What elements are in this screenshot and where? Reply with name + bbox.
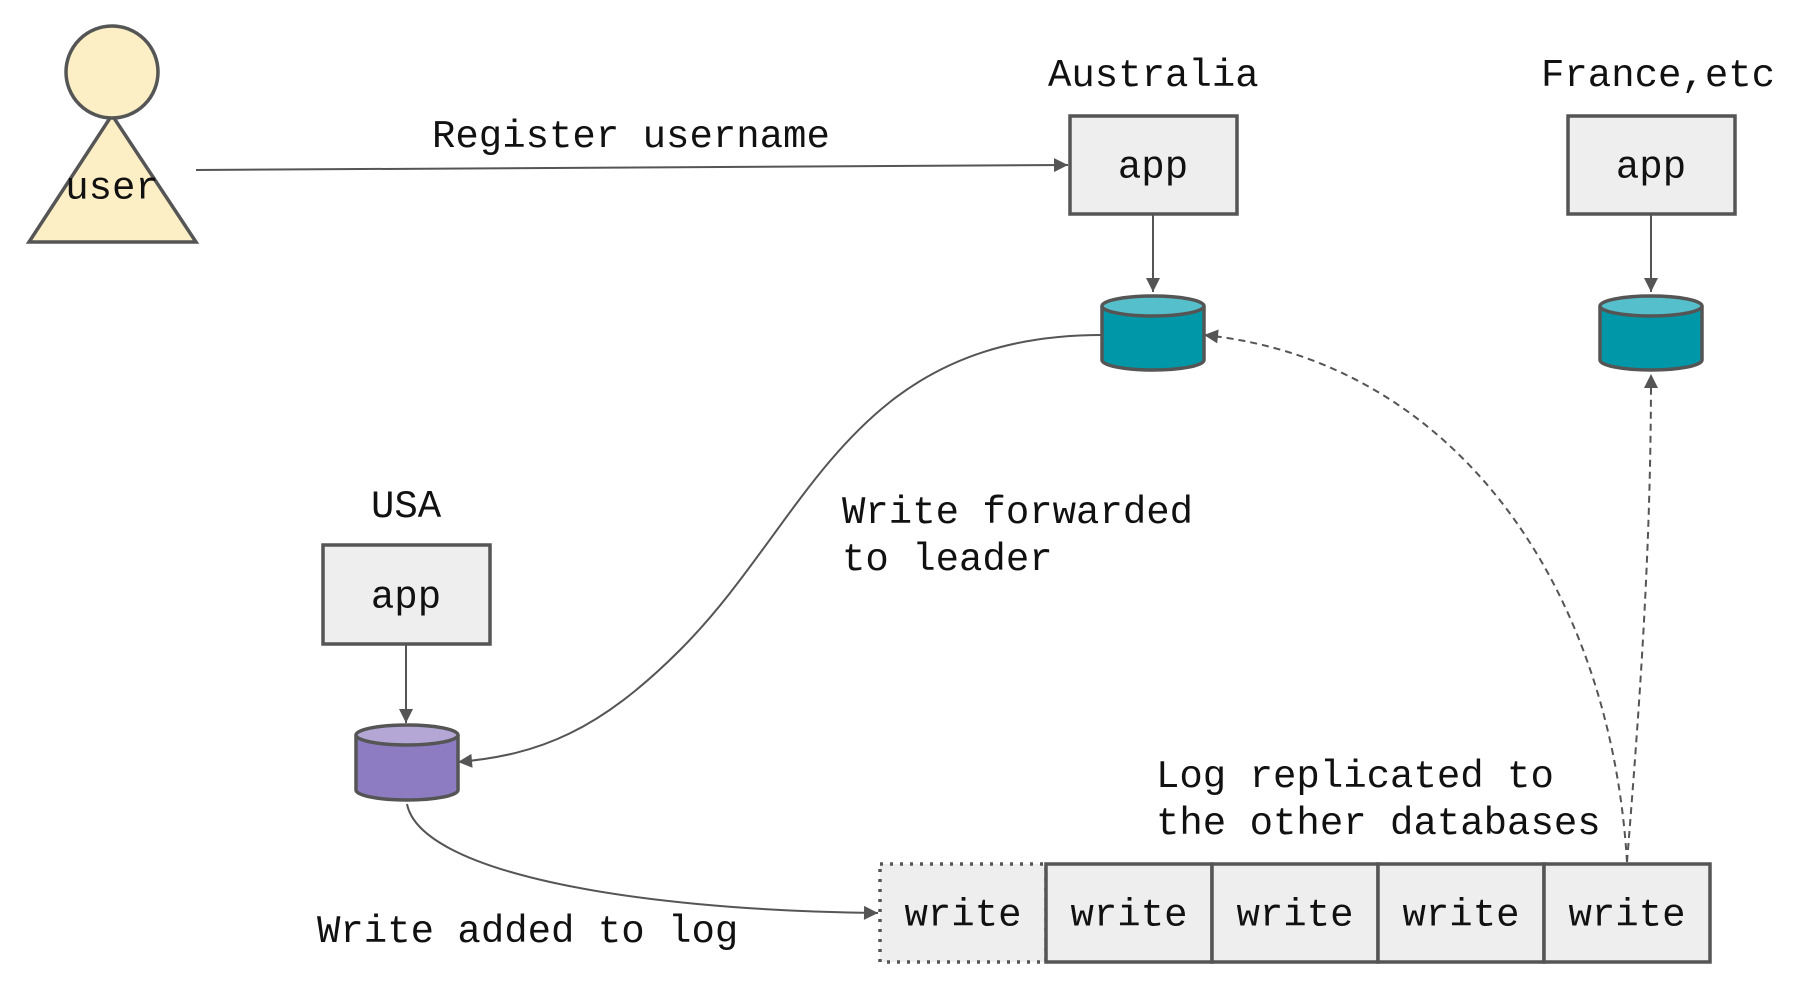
log-entry-label: write <box>1568 893 1685 937</box>
australia-app-label: app <box>1118 145 1188 189</box>
usa-leader-database <box>354 723 460 802</box>
australia-database <box>1100 294 1206 372</box>
user-head <box>64 24 160 120</box>
france-app-box: app <box>1566 114 1737 216</box>
log-entry: write <box>1044 862 1214 964</box>
forwarded-label-line1: Write forwarded <box>842 491 1193 535</box>
log-entry: write <box>1376 862 1546 964</box>
forward-to-leader-arrow <box>457 334 1103 768</box>
user-actor: user <box>25 24 200 244</box>
forwarded-label-line2: to leader <box>842 538 1053 582</box>
log-entry-label: write <box>1402 893 1519 937</box>
france-database <box>1598 294 1704 372</box>
france-app-label: app <box>1616 145 1686 189</box>
user-body <box>25 111 200 244</box>
replication-log: write write write write write <box>878 862 1712 964</box>
replicated-label-line1: Log replicated to <box>1156 755 1554 799</box>
log-entry-label: write <box>1236 893 1353 937</box>
register-label: Register username <box>432 115 830 159</box>
log-pending-label: write <box>904 893 1021 937</box>
register-arrow <box>195 158 1069 173</box>
replicate-to-australia-arrow <box>1203 329 1628 863</box>
australia-title: Australia <box>1048 54 1259 98</box>
log-added-label: Write added to log <box>317 910 738 954</box>
france-title: France,etc <box>1541 54 1775 98</box>
australia-app-box: app <box>1068 114 1239 216</box>
replicated-label-line2: the other databases <box>1156 802 1601 846</box>
log-pending-entry: write <box>878 862 1048 964</box>
usa-title: USA <box>371 485 442 529</box>
add-to-log-arrow <box>406 803 879 920</box>
usa-app-box: app <box>321 543 492 646</box>
user-label: user <box>65 166 159 210</box>
log-entry-label: write <box>1070 893 1187 937</box>
log-entry: write <box>1542 862 1712 964</box>
usa-app-label: app <box>371 575 441 619</box>
log-entry: write <box>1210 862 1380 964</box>
replicate-to-france-arrow <box>1626 373 1658 863</box>
